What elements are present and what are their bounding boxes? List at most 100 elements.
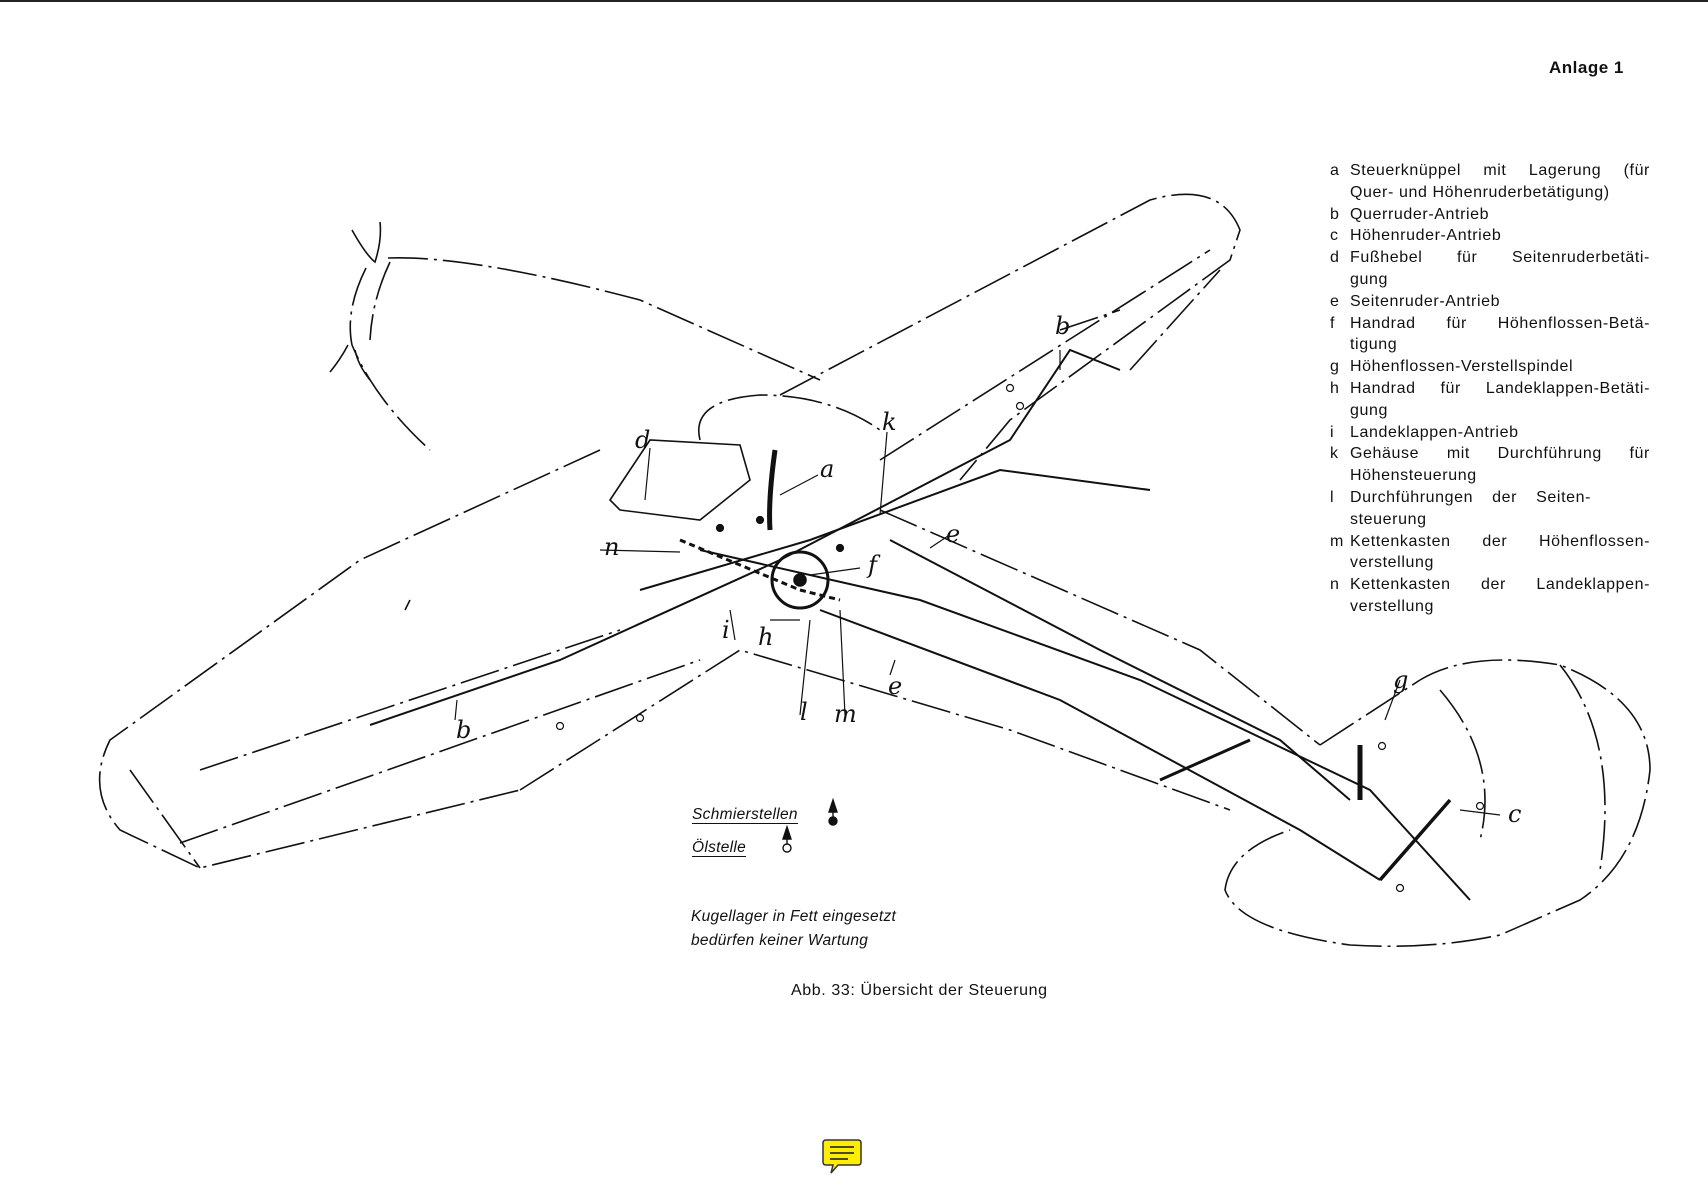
propeller-blade-top — [351, 221, 382, 264]
legend-item-n: n Kettenkasten der Landeklappen- — [1330, 574, 1650, 596]
elevator-rod — [889, 539, 1351, 801]
legend-key: l — [1330, 488, 1335, 506]
oil-point — [635, 713, 645, 723]
oil-point — [555, 721, 565, 731]
symbol-key-oil: Ölstelle — [692, 839, 747, 857]
legend-key: e — [1330, 292, 1340, 310]
legend-key: a — [1330, 162, 1340, 179]
tailplane-outline — [1224, 659, 1651, 948]
legend-text-cont: gung — [1350, 270, 1388, 288]
comment-annotation-icon[interactable] — [822, 1138, 862, 1176]
callout-a: a — [820, 455, 834, 483]
fuselage-spine — [879, 509, 1321, 746]
legend-text: Handrad für Höhenflossen-Betä- — [1350, 314, 1650, 332]
legend-item-g: g Höhenflossen-Verstellspindel — [1330, 356, 1650, 378]
legend-text: Steuerknüppel mit Lagerung (für — [1350, 162, 1650, 179]
legend-text: Durchführungen der Seiten- — [1350, 488, 1592, 506]
legend-key: d — [1330, 249, 1340, 267]
legend-item-f: f Handrad für Höhenflossen-Betä- — [1330, 313, 1650, 335]
legend-key: g — [1330, 358, 1340, 376]
maintenance-note-line-1: Kugellager in Fett eingesetzt — [691, 908, 897, 925]
legend-text: Landeklappen-Antrieb — [1350, 423, 1519, 441]
callout-l: l — [800, 698, 808, 726]
cockpit-components — [608, 439, 841, 610]
left-wing-outline — [98, 449, 601, 869]
propeller-blade-bottom — [329, 344, 371, 381]
callout-b-right: b — [1055, 312, 1070, 340]
legend-text-cont: steuerung — [1350, 510, 1427, 528]
rudder-pedals — [608, 439, 751, 521]
legend-text-cont: Höhensteuerung — [1350, 467, 1477, 485]
legend-text: Querruder-Antrieb — [1350, 205, 1490, 223]
legend-item-m: m Kettenkasten der Höhenflossen- — [1330, 531, 1650, 553]
legend-text: Kettenkasten der Höhenflossen- — [1350, 532, 1650, 550]
right-wing-aileron-line — [1059, 269, 1221, 371]
legend-text: Fußhebel für Seitenruderbetäti- — [1350, 249, 1650, 267]
legend-key: n — [1330, 576, 1340, 594]
callout-h: h — [758, 623, 773, 651]
symbol-key-grease: Schmierstellen — [692, 806, 798, 824]
left-wing-inner-lines — [129, 599, 701, 869]
legend-text-cont: verstellung — [1350, 554, 1434, 572]
legend-text-cont: gung — [1350, 401, 1388, 419]
legend-text-cont: verstellung — [1350, 597, 1434, 615]
control-rod — [639, 468, 1151, 591]
oil-point — [1377, 741, 1387, 751]
legend-text-cont: Quer- und Höhenruderbetätigung) — [1350, 183, 1610, 201]
legend-text: Höhenflossen-Verstellspindel — [1350, 358, 1574, 376]
legend-key: i — [1330, 423, 1335, 441]
legend-item-l: l Durchführungen der Seiten- — [1330, 487, 1650, 509]
fuselage-top — [387, 257, 821, 381]
right-wing-flap-line — [879, 249, 1211, 461]
callout-f: f — [866, 551, 881, 579]
legend-key: k — [1330, 445, 1339, 463]
callout-g: g — [1393, 666, 1408, 694]
aileron-rod — [369, 348, 1121, 726]
rudder-cable-upper — [699, 549, 1471, 901]
control-stick — [767, 449, 778, 531]
oil-point — [1475, 801, 1485, 811]
legend-text: Seitenruder-Antrieb — [1350, 292, 1501, 310]
callout-e-lower: e — [888, 672, 902, 700]
callout-e-upper: e — [946, 520, 960, 548]
airframe-outline — [98, 193, 1651, 948]
oil-point — [1395, 883, 1405, 893]
tail-elevator-lines — [1439, 664, 1606, 871]
legend-key: c — [1330, 227, 1339, 245]
legend-item-i: i Landeklappen-Antrieb — [1330, 422, 1650, 444]
chain-box — [679, 538, 841, 602]
legend-key: b — [1330, 205, 1340, 223]
top-border — [0, 0, 1708, 2]
callout-m: m — [834, 700, 857, 728]
fuselage-lower — [519, 649, 1231, 811]
legend-item-b: b Querruder-Antrieb — [1330, 204, 1650, 226]
oil-symbol-icon — [782, 824, 792, 853]
legend-key: m — [1330, 532, 1344, 550]
grease-point — [755, 515, 765, 525]
callout-d: d — [635, 426, 650, 454]
canopy — [698, 394, 881, 441]
legend-item-d: d Fußhebel für Seitenruderbetäti- — [1330, 247, 1650, 269]
control-linkages — [369, 348, 1471, 901]
legend-key: f — [1330, 314, 1336, 332]
callout-c: c — [1508, 800, 1521, 828]
callout-n: n — [604, 533, 619, 561]
legend-text: Kettenkasten der Landeklappen- — [1350, 576, 1650, 594]
callout-i: i — [722, 616, 730, 644]
grease-point — [835, 543, 845, 553]
oil-point — [1015, 401, 1025, 411]
nose-outline — [349, 261, 431, 451]
legend-text-cont: tigung — [1350, 336, 1398, 354]
elevator-push-rod — [1378, 798, 1452, 882]
handwheel — [770, 550, 830, 610]
legend-text: Gehäuse mit Durchführung für — [1350, 445, 1650, 463]
callout-leaders — [454, 350, 1501, 816]
left-wing-flap-line — [199, 629, 621, 771]
figure-caption: Abb. 33: Übersicht der Steuerung — [791, 982, 1048, 999]
tail-crossbar — [1159, 738, 1251, 782]
callout-k: k — [882, 408, 897, 436]
grease-symbol-icon — [828, 797, 838, 826]
